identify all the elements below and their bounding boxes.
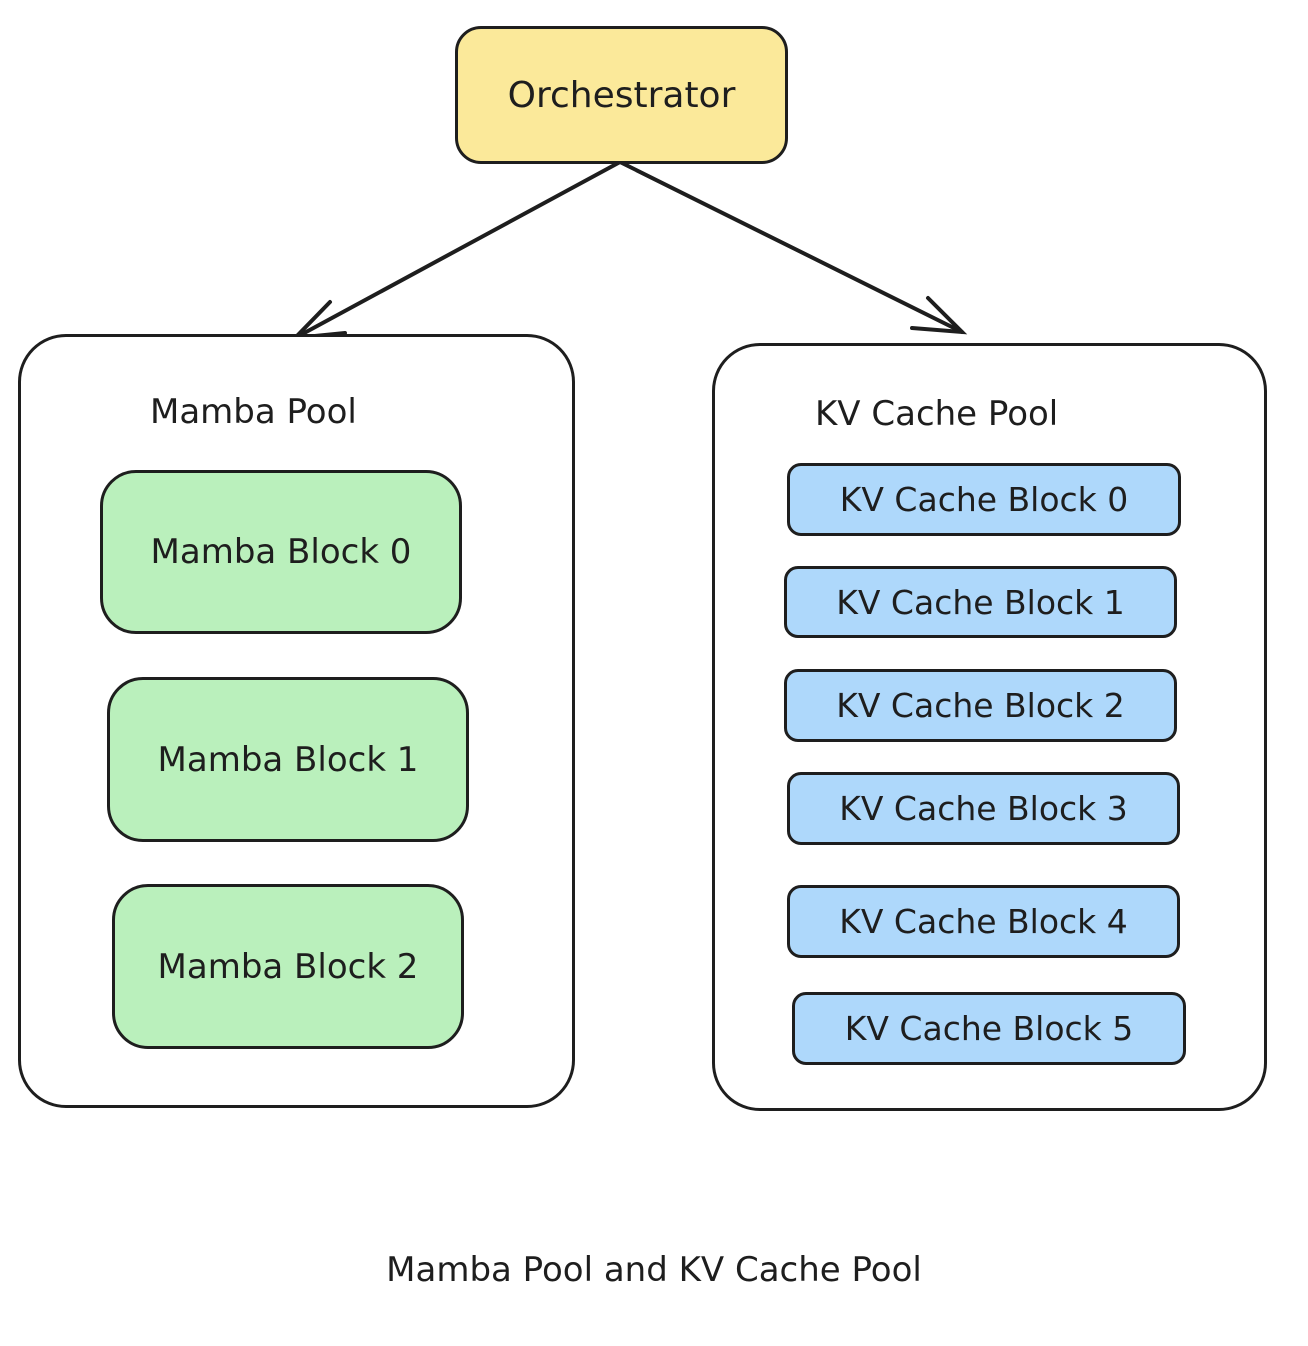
mamba-block-label: Mamba Block 2 (157, 946, 419, 987)
orchestrator-label: Orchestrator (507, 74, 736, 116)
kv-cache-block-label: KV Cache Block 5 (844, 1009, 1134, 1048)
arrow-to-kv-cache-pool (618, 160, 968, 335)
kv-cache-block-1[interactable]: KV Cache Block 1 (784, 566, 1177, 638)
kv-cache-block-4[interactable]: KV Cache Block 4 (787, 885, 1180, 958)
mamba-block-1[interactable]: Mamba Block 1 (107, 677, 469, 842)
orchestrator-node[interactable]: Orchestrator (455, 26, 788, 164)
arrow-to-mamba-pool (289, 160, 622, 341)
mamba-block-label: Mamba Block 0 (150, 532, 412, 572)
kv-cache-block-label: KV Cache Block 0 (839, 480, 1129, 519)
kv-cache-block-3[interactable]: KV Cache Block 3 (787, 772, 1180, 845)
kv-cache-block-2[interactable]: KV Cache Block 2 (784, 669, 1177, 742)
kv-cache-pool-title: KV Cache Pool (815, 394, 1059, 434)
kv-cache-block-label: KV Cache Block 4 (839, 902, 1128, 941)
kv-cache-block-label: KV Cache Block 2 (836, 686, 1125, 725)
kv-cache-block-label: KV Cache Block 1 (836, 582, 1125, 622)
mamba-block-label: Mamba Block 1 (157, 739, 419, 780)
mamba-pool-title: Mamba Pool (150, 392, 357, 432)
mamba-block-2[interactable]: Mamba Block 2 (112, 884, 464, 1049)
diagram-caption: Mamba Pool and KV Cache Pool (386, 1250, 922, 1290)
kv-cache-block-0[interactable]: KV Cache Block 0 (787, 463, 1181, 536)
kv-cache-block-5[interactable]: KV Cache Block 5 (792, 992, 1186, 1065)
mamba-block-0[interactable]: Mamba Block 0 (100, 470, 462, 634)
kv-cache-block-label: KV Cache Block 3 (839, 789, 1128, 828)
